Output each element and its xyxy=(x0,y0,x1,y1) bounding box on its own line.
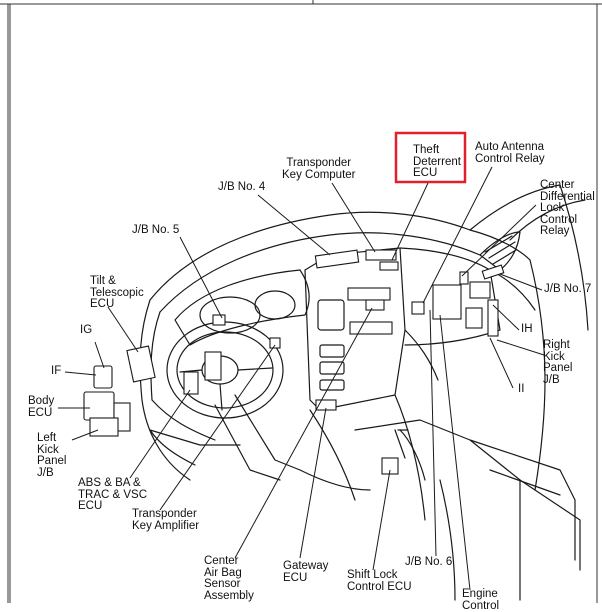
label-center-differential-lock-control-relay: Center Differential Lock Control Relay xyxy=(540,179,595,237)
vehicle-interior-drawing xyxy=(139,184,589,601)
label-abs-ba-trac-vsc-ecu: ABS & BA & TRAC & VSC ECU xyxy=(78,477,148,512)
label-auto-antenna-control-relay: Auto Antenna Control Relay xyxy=(475,141,545,165)
label-theft-deterrent-ecu: Theft Deterrent ECU xyxy=(413,144,461,179)
label-ii: II xyxy=(518,383,525,395)
label-ig: IG xyxy=(80,324,93,336)
label-center-air-bag-sensor-assembly: Center Air Bag Sensor Assembly xyxy=(204,555,254,602)
label-tilt-telescopic-ecu: Tilt & Telescopic ECU xyxy=(90,275,144,310)
label-ih: IH xyxy=(521,323,533,335)
component-shapes xyxy=(83,249,505,475)
leader-lines xyxy=(58,166,545,591)
label-engine-control: Engine Control xyxy=(462,588,500,612)
label-jb-no7: J/B No. 7 xyxy=(544,283,592,295)
label-transponder-key-amplifier: Transponder Key Amplifier xyxy=(132,508,200,532)
label-jb-no4: J/B No. 4 xyxy=(218,181,266,193)
label-body-ecu: Body ECU xyxy=(28,395,55,419)
highlight-box xyxy=(394,131,467,184)
label-gateway-ecu: Gateway ECU xyxy=(283,560,329,584)
label-shift-lock-control-ecu: Shift Lock Control ECU xyxy=(347,569,412,593)
label-jb-no5: J/B No. 5 xyxy=(132,224,180,236)
label-if: IF xyxy=(51,365,62,377)
label-transponder-key-computer: Transponder Key Computer xyxy=(282,157,356,181)
label-left-kick-panel-jb: Left Kick Panel J/B xyxy=(37,432,67,479)
label-jb-no6: J/B No. 6 xyxy=(405,556,453,568)
label-right-kick-panel-jb: Right Kick Panel J/B xyxy=(543,339,573,386)
